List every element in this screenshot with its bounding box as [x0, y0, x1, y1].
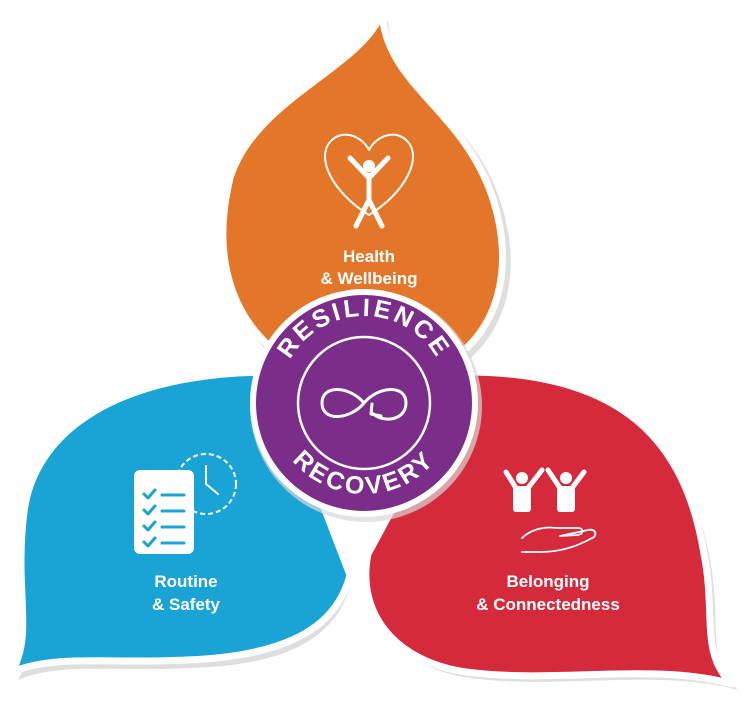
routine-label-line1: Routine [154, 572, 217, 591]
infinity-arrow-icon [320, 388, 408, 421]
belonging-label-line2: & Connectedness [476, 595, 620, 614]
routine-label-line2: & Safety [152, 595, 221, 614]
people-hand-icon [503, 467, 597, 553]
checklist-clock-icon [134, 453, 237, 554]
belonging-label-line1: Belonging [506, 572, 589, 591]
health-label-line2: & Wellbeing [321, 269, 418, 288]
center-inner-ring [296, 335, 432, 471]
person-heart-icon [324, 133, 414, 229]
health-label-line1: Health [343, 247, 395, 266]
